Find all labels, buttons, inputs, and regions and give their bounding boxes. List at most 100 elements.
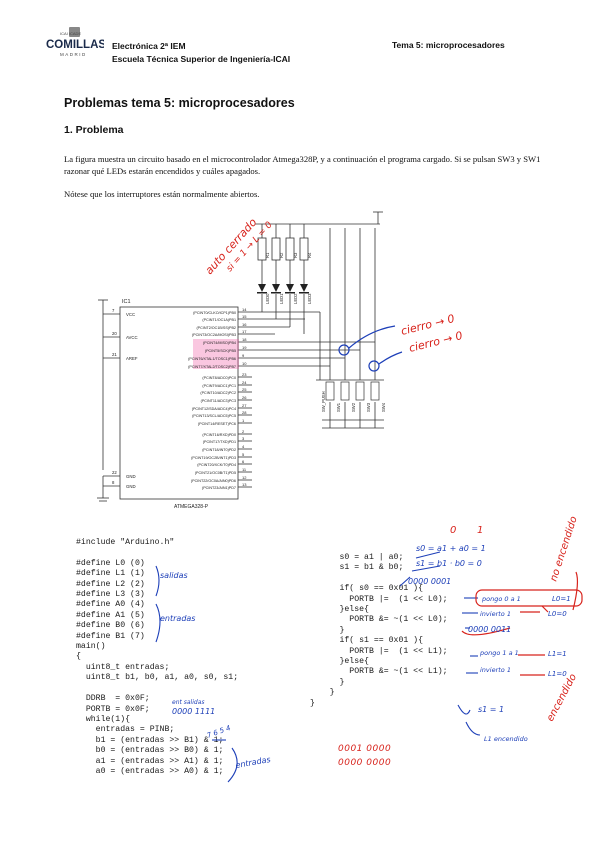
svg-text:(PCINT23/AIN1)PD7: (PCINT23/AIN1)PD7: [202, 486, 236, 490]
ic-part: ATMEGA328-P: [174, 504, 209, 510]
svg-text:SW2: SW2: [351, 402, 356, 412]
pin-gnd2: GND: [126, 484, 136, 489]
code-line: PORTB &= ~(1 << L0);: [310, 615, 448, 625]
code-line: PORTB = 0x0F;: [76, 704, 150, 714]
svg-text:5: 5: [242, 452, 245, 457]
code-line: #define L3 (3): [76, 590, 145, 600]
svg-text:(PCINT2/OC1B/SS)PB2: (PCINT2/OC1B/SS)PB2: [196, 326, 236, 330]
svg-text:(PCINT16/RXD)PD0: (PCINT16/RXD)PD0: [202, 433, 236, 437]
code-line: PORTB |= (1 << L0);: [310, 594, 448, 604]
svg-text:7: 7: [112, 308, 115, 313]
svg-text:(PCINT0/CLKO/ICP1)PB0: (PCINT0/CLKO/ICP1)PB0: [193, 311, 236, 315]
svg-text:(PCINT13/SCL/ADC5)PC5: (PCINT13/SCL/ADC5)PC5: [192, 414, 236, 418]
pin-gnd1: GND: [126, 474, 136, 479]
svg-text:14: 14: [242, 307, 247, 312]
svg-text:(PCINT11/ADC3)PC3: (PCINT11/ADC3)PC3: [201, 399, 236, 403]
school-name: Escuela Técnica Superior de Ingeniería-I…: [112, 54, 291, 64]
svg-text:COMILLAS: COMILLAS: [46, 39, 104, 51]
code-block-left: #include "Arduino.h" #define L0 (0)#defi…: [76, 538, 238, 777]
svg-text:(PCINT3/OC2A/MOSI)PB3: (PCINT3/OC2A/MOSI)PB3: [192, 333, 236, 337]
code-line: }: [310, 698, 315, 708]
svg-text:(PCINT10/ADC2)PC2: (PCINT10/ADC2)PC2: [200, 391, 236, 395]
svg-text:(PCINT21/OC0B/T1)PD5: (PCINT21/OC0B/T1)PD5: [195, 471, 236, 475]
svg-text:13: 13: [242, 482, 247, 487]
svg-text:23: 23: [242, 372, 247, 377]
svg-text:28: 28: [242, 410, 247, 415]
svg-text:(PCINT14/RESET)PC6: (PCINT14/RESET)PC6: [198, 422, 236, 426]
code-line: #define L0 (0): [76, 558, 145, 568]
svg-text:(PCINT6/XTAL1/TOSC1)PB6: (PCINT6/XTAL1/TOSC1)PB6: [188, 357, 236, 361]
svg-text:R2: R2: [279, 252, 284, 258]
svg-text:16: 16: [242, 322, 247, 327]
svg-text:10: 10: [242, 361, 247, 366]
header-topic: Tema 5: microprocesadores: [392, 40, 505, 50]
svg-text:25: 25: [242, 387, 247, 392]
svg-text:(PCINT12/SDA/ADC4)PC4: (PCINT12/SDA/ADC4)PC4: [192, 407, 236, 411]
svg-text:20: 20: [112, 331, 117, 336]
code-line: #define A1 (5): [76, 610, 145, 620]
svg-text:22: 22: [112, 470, 117, 475]
code-line: {: [76, 652, 81, 662]
code-line: #define L2 (2): [76, 579, 145, 589]
svg-text:8: 8: [112, 480, 115, 485]
svg-text:R3: R3: [293, 252, 298, 258]
svg-text:9: 9: [242, 353, 245, 358]
svg-text:(PCINT1/OC1A)PB1: (PCINT1/OC1A)PB1: [202, 318, 236, 322]
svg-text:LED1: LED1: [279, 293, 284, 304]
code-line: }: [310, 677, 345, 687]
pin-aref: AREF: [126, 356, 138, 361]
code-line: b1 = (entradas >> B1) & 1;: [76, 735, 224, 745]
svg-text:17: 17: [242, 329, 247, 334]
svg-text:LED0: LED0: [265, 293, 270, 304]
svg-text:(PCINT22/OC0A/AIN0)PD6: (PCINT22/OC0A/AIN0)PD6: [191, 479, 236, 483]
code-line: }: [310, 688, 335, 698]
section-heading: 1. Problema: [64, 124, 124, 136]
code-line: s0 = a1 | a0;: [310, 553, 404, 562]
code-line: DDRB = 0x0F;: [76, 694, 150, 704]
code-line: while(1){: [76, 714, 131, 724]
svg-text:(PCINT17/TXD)PD1: (PCINT17/TXD)PD1: [203, 440, 236, 444]
code-line: PORTB &= ~(1 << L1);: [310, 667, 448, 677]
pin-avcc: AVCC: [126, 335, 138, 340]
code-line: a1 = (entradas >> A1) & 1;: [76, 756, 224, 766]
svg-text:SW4: SW4: [381, 402, 386, 412]
svg-text:R4: R4: [307, 252, 312, 258]
svg-text:R1: R1: [265, 252, 270, 258]
svg-text:1: 1: [242, 418, 245, 423]
code-line: }else{: [310, 605, 369, 615]
code-block-right: s0 = a1 | a0; s1 = b1 & b0; if( s0 == 0x…: [310, 553, 448, 709]
svg-text:26: 26: [242, 395, 247, 400]
svg-text:(PCINT20/XCK/T0)PD4: (PCINT20/XCK/T0)PD4: [197, 463, 236, 467]
course-name: Electrónica 2ª IEM: [112, 41, 186, 51]
problem-statement: La figura muestra un circuito basado en …: [64, 154, 541, 176]
svg-text:ICAI ICADE: ICAI ICADE: [60, 31, 81, 36]
svg-text:LED3: LED3: [307, 293, 312, 304]
svg-text:12: 12: [242, 475, 247, 480]
code-line: if( s0 == 0x01 ){: [310, 584, 424, 594]
svg-text:MADRID: MADRID: [60, 52, 87, 57]
svg-text:3: 3: [242, 436, 245, 441]
svg-text:(PCINT7/XTAL2/TOSC2)PB7: (PCINT7/XTAL2/TOSC2)PB7: [188, 365, 236, 369]
pin-vcc: VCC: [126, 312, 135, 317]
code-line: }: [310, 625, 345, 635]
university-logo: ICAI ICADE COMILLAS MADRID: [46, 27, 106, 57]
code-line: uint8_t entradas;: [76, 662, 170, 672]
svg-text:(PCINT19/OC2B/INT1)PD3: (PCINT19/OC2B/INT1)PD3: [191, 456, 236, 460]
code-line: b0 = (entradas >> B0) & 1;: [76, 746, 224, 756]
problem-note: Nótese que los interruptores están norma…: [64, 189, 260, 199]
svg-text:2: 2: [242, 429, 245, 434]
ic-label: IC1: [122, 299, 131, 305]
svg-text:24: 24: [242, 380, 247, 385]
svg-text:18: 18: [242, 337, 247, 342]
svg-text:15: 15: [242, 314, 247, 319]
code-line: a0 = (entradas >> A0) & 1;: [76, 766, 224, 776]
code-line: [310, 574, 448, 584]
page-title: Problemas tema 5: microprocesadores: [64, 96, 295, 110]
code-line: entradas = PINB;: [76, 725, 175, 735]
svg-text:LED2: LED2: [293, 293, 298, 304]
code-line: main(): [76, 642, 106, 652]
svg-text:(PCINT9/ADC1)PC1: (PCINT9/ADC1)PC1: [202, 384, 236, 388]
svg-text:SW1: SW1: [336, 402, 341, 412]
code-line: [76, 548, 238, 558]
svg-text:27: 27: [242, 403, 247, 408]
